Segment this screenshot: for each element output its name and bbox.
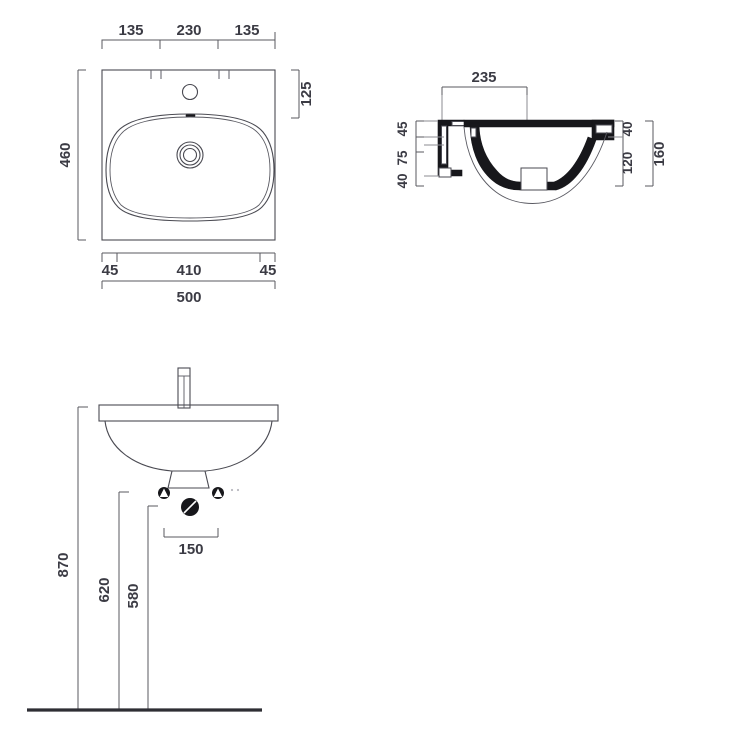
side-dim-45: 45	[395, 121, 410, 137]
top-view-knockout-ticks	[150, 70, 230, 79]
top-view-overall-dim: 500	[101, 280, 276, 306]
side-view-overall-dim: 160	[645, 120, 668, 187]
elevation-dim-620: 620	[96, 577, 113, 602]
top-dim-500: 500	[176, 289, 201, 306]
top-dim-125: 125	[298, 81, 315, 106]
supply-symbol-left	[158, 487, 170, 499]
side-view-group: 235 45 75 40 40 120 160	[395, 69, 668, 204]
top-dim-45-right: 45	[260, 262, 277, 279]
side-bowl-left-wall	[469, 122, 521, 191]
top-dim-230: 230	[176, 22, 201, 39]
side-dim-75: 75	[395, 150, 410, 166]
side-flange-foot	[438, 167, 452, 178]
top-dim-135-right: 135	[234, 22, 259, 39]
elevation-bowl-curve	[104, 420, 273, 472]
top-dim-45-left: 45	[102, 262, 119, 279]
elevation-rim-bar	[98, 404, 279, 422]
elevation-spread-dim: 150	[163, 528, 219, 558]
side-dim-40-right: 40	[620, 121, 635, 136]
side-dim-40: 40	[395, 173, 410, 188]
waste-symbol	[181, 498, 199, 516]
top-view-width-chain: 135 230 135	[101, 22, 276, 49]
top-view-depth-dim: 125	[291, 69, 315, 119]
supply-symbol-right	[212, 487, 224, 499]
top-view-group: 135 230 135	[57, 22, 315, 306]
top-dim-460: 460	[57, 142, 74, 167]
top-view-outline	[101, 69, 276, 241]
side-view-right-chain: 40 120	[615, 120, 635, 187]
top-view-tap-hole	[181, 83, 199, 101]
side-wall-highlight	[470, 127, 477, 138]
top-view-bottom-chain: 45 410 45	[101, 252, 277, 279]
elevation-dim-870: 870	[55, 552, 72, 577]
top-dim-135-left: 135	[118, 22, 143, 39]
side-view-section-profile	[437, 119, 615, 191]
elevation-dim-870-group: 870	[55, 406, 88, 710]
side-shell-outline	[463, 126, 608, 204]
top-view-bowl-outline	[105, 113, 275, 222]
side-view-leader-ticks	[424, 120, 623, 177]
top-view-height-dim: 460	[57, 69, 86, 241]
side-view-width-dim: 235	[441, 69, 528, 95]
elevation-dim-150: 150	[178, 541, 203, 558]
elevation-dim-620-group: 620	[96, 491, 129, 710]
side-dim-235: 235	[471, 69, 496, 86]
top-view-bowl-inner	[109, 116, 271, 219]
side-view-extension-lines	[441, 95, 528, 122]
side-view-left-chain: 45 75 40	[395, 120, 424, 189]
elevation-service-symbols	[158, 487, 240, 516]
side-rim-bar	[463, 119, 615, 128]
side-trap-box	[520, 167, 548, 191]
elevation-dim-580-group: 580	[125, 505, 158, 710]
elevation-tap-riser	[177, 367, 191, 409]
elevation-dim-580: 580	[125, 583, 142, 608]
elevation-view-group: 150 870 620 580	[27, 367, 279, 712]
elevation-faint-marks	[230, 488, 240, 492]
side-dim-160: 160	[651, 141, 668, 166]
top-view-drain	[176, 141, 204, 169]
side-right-tail-slot	[595, 124, 613, 134]
top-dim-410: 410	[176, 262, 201, 279]
side-bowl-right-wall	[553, 136, 597, 191]
elevation-trap-stub	[167, 470, 210, 489]
side-dim-120: 120	[620, 152, 635, 175]
